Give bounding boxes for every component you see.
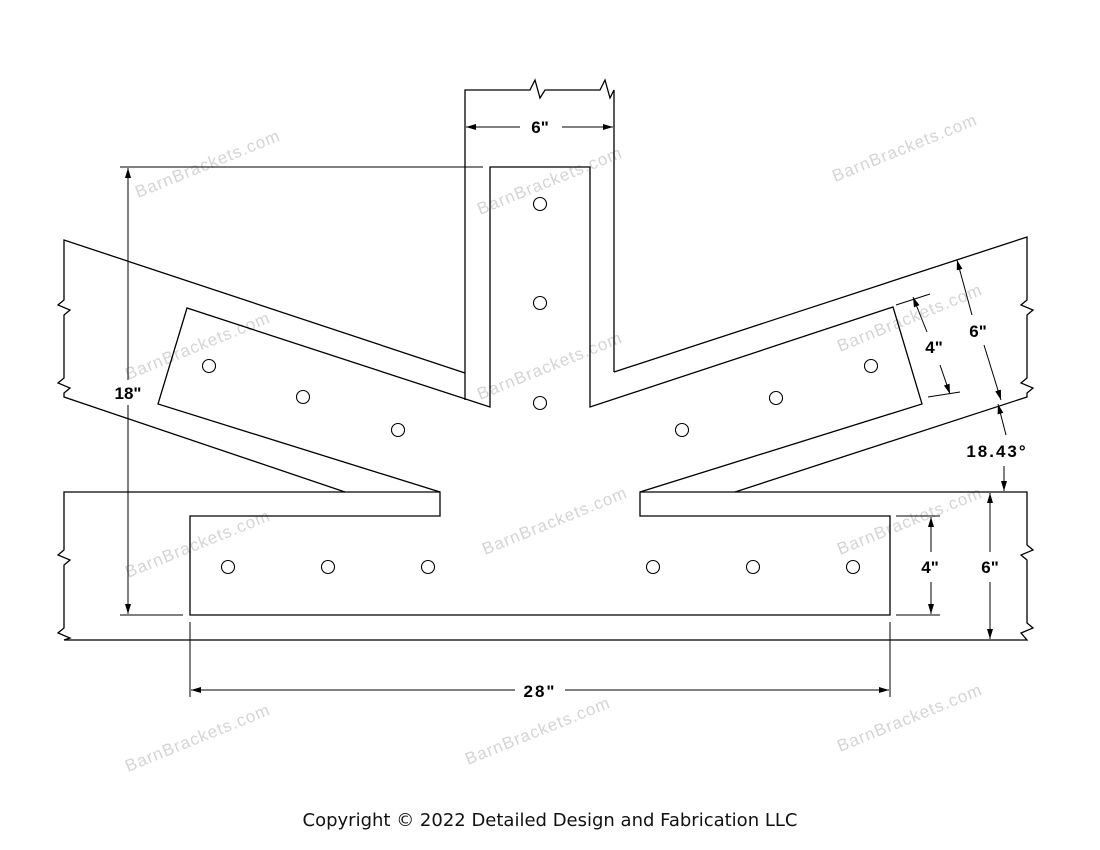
bolt-hole [295, 389, 311, 405]
bolt-hole [532, 196, 548, 212]
bolt-hole [320, 559, 336, 575]
bolt-hole [420, 559, 436, 575]
bolt-holes [201, 196, 879, 575]
watermark: BarnBrackets.com [122, 308, 273, 384]
watermark: BarnBrackets.com [132, 126, 283, 202]
dim-label: 4" [921, 558, 939, 577]
bolt-hole [532, 295, 548, 311]
dim-beam-depth: 6" [981, 493, 999, 639]
dim-rafter-depth: 6" [956, 259, 1002, 401]
watermark: BarnBrackets.com [834, 280, 985, 356]
bolt-hole [845, 559, 861, 575]
dim-label: 18.43° [966, 442, 1027, 461]
bolt-hole [645, 559, 661, 575]
bracket-outline [157, 166, 923, 616]
watermark: BarnBrackets.com [829, 110, 980, 186]
dim-beam-plate-width: 4" [896, 515, 940, 616]
dim-label: 4" [925, 338, 943, 357]
bolt-hole [390, 422, 406, 438]
dim-arm-plate-width: 4" [895, 293, 961, 398]
watermark: BarnBrackets.com [462, 693, 613, 769]
watermark: BarnBrackets.com [122, 700, 273, 776]
bolt-hole [674, 422, 690, 438]
right-rafter-outline [613, 236, 1035, 493]
watermark: BarnBrackets.com [474, 143, 625, 219]
dim-overall-length: 28" [189, 622, 891, 701]
watermark: BarnBrackets.com [122, 506, 273, 582]
dim-label: 6" [981, 558, 999, 577]
watermark: BarnBrackets.com [834, 483, 985, 559]
post-outline [464, 78, 615, 400]
dim-overall-height: 18" [115, 166, 483, 616]
dim-angle: 18.43° [966, 403, 1027, 491]
bolt-hole [532, 395, 548, 411]
bolt-hole [201, 358, 217, 374]
left-rafter-outline [56, 239, 466, 493]
dim-label: 18" [115, 384, 142, 403]
beam-outline [56, 491, 1035, 641]
dim-label: 6" [969, 322, 987, 341]
watermarks: BarnBrackets.com BarnBrackets.com BarnBr… [122, 110, 985, 776]
dim-label: 6" [531, 118, 549, 137]
dim-post-width: 6" [466, 118, 613, 137]
watermark: BarnBrackets.com [474, 328, 625, 404]
bolt-hole [768, 390, 784, 406]
dim-label: 28" [524, 682, 557, 701]
watermark: BarnBrackets.com [479, 483, 630, 559]
copyright-notice: Copyright © 2022 Detailed Design and Fab… [302, 810, 798, 831]
bolt-hole [863, 358, 879, 374]
bolt-hole [745, 559, 761, 575]
bolt-hole [220, 559, 236, 575]
watermark: BarnBrackets.com [834, 680, 985, 756]
